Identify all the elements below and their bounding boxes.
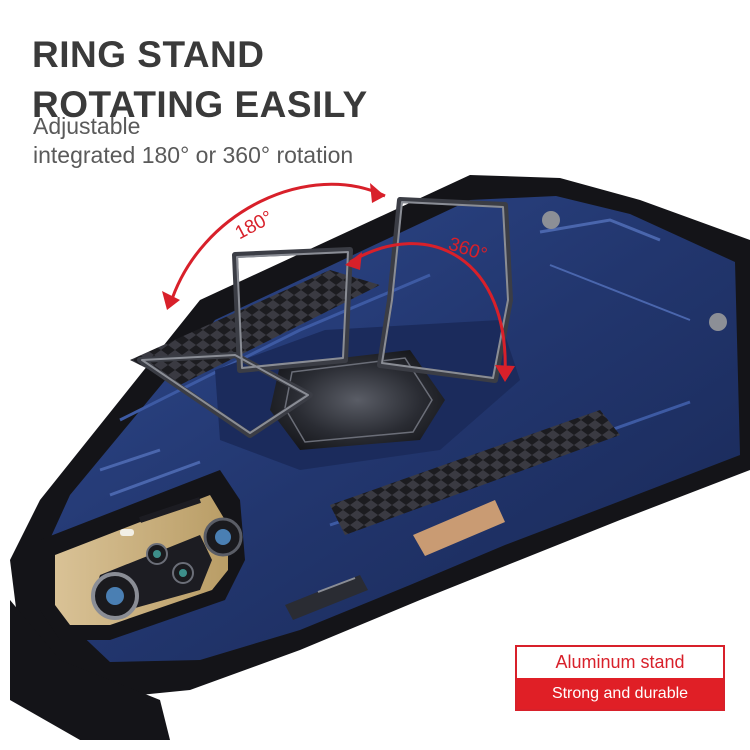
rotation-arrow-180	[162, 182, 386, 310]
volume-button	[285, 575, 368, 620]
subtitle: Adjustable integrated 180° or 360° rotat…	[33, 112, 353, 170]
side-button	[413, 500, 505, 556]
headline-line-2: ROTATING EASILY	[32, 84, 368, 125]
screw-icon	[709, 313, 727, 331]
flash-icon	[120, 529, 134, 536]
camera-module	[40, 470, 245, 640]
subtitle-line-1: Adjustable	[33, 113, 141, 139]
headline: RING STAND ROTATING EASILY	[32, 30, 368, 130]
badge-strong-durable: Strong and durable	[517, 678, 723, 709]
tread-strip	[330, 410, 620, 535]
badge-aluminum-stand: Aluminum stand	[555, 652, 685, 672]
case-corner	[10, 600, 170, 740]
ring-disc	[270, 350, 445, 450]
rotation-arrow-360	[345, 242, 515, 382]
screw-icon	[542, 211, 560, 229]
feature-badge: Aluminum stand Strong and durable	[515, 645, 725, 711]
subtitle-line-2: integrated 180° or 360° rotation	[33, 142, 354, 168]
headline-line-1: RING STAND	[32, 34, 265, 75]
